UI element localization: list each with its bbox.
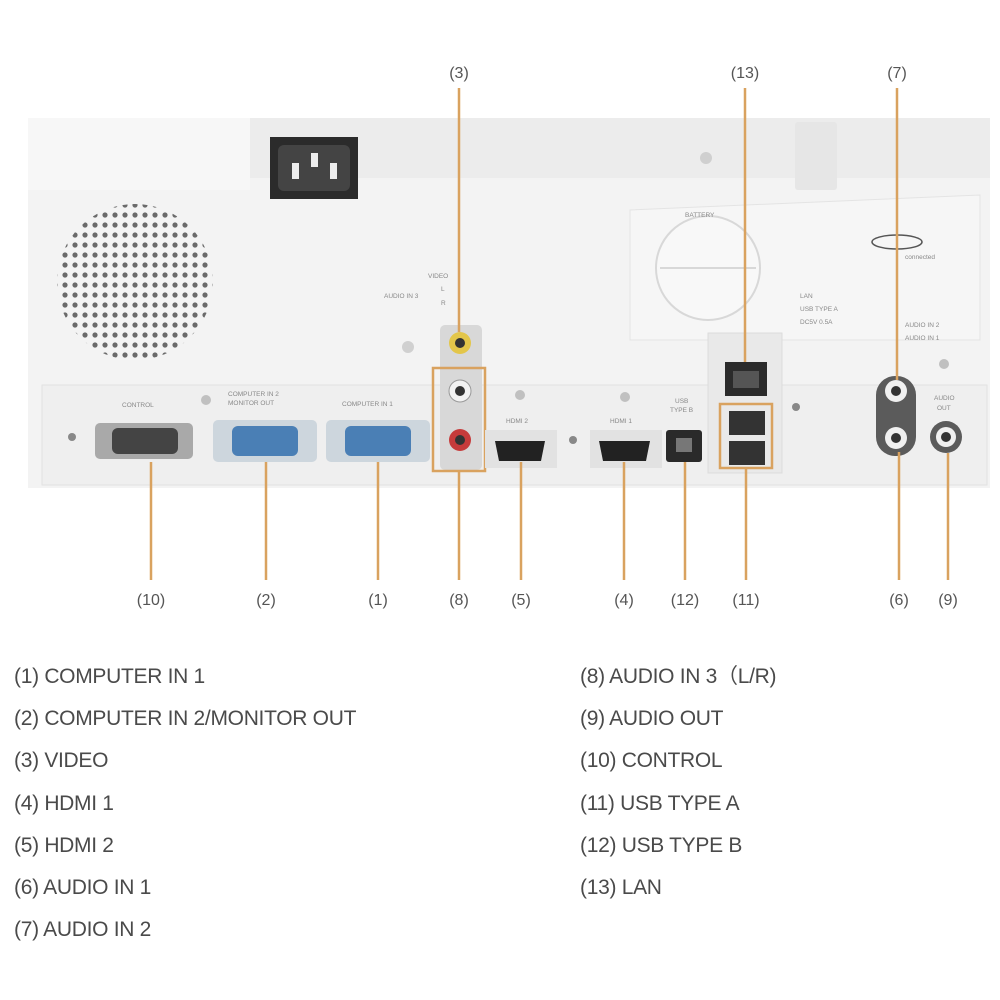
callout-number-13: (13) <box>731 65 759 82</box>
legend-item-10: (10) CONTROL <box>580 740 776 782</box>
panel-label-hdmi-1: HDMI 1 <box>610 418 632 425</box>
panel-label-audio-in-1: AUDIO IN 1 <box>905 335 940 342</box>
power-inlet <box>270 137 358 199</box>
callout-number-5: (5) <box>511 592 531 609</box>
callout-lines <box>149 88 950 580</box>
panel-label-lan: LAN <box>800 293 813 300</box>
panel-logo-text: connected <box>905 254 935 261</box>
panel-label-battery: BATTERY <box>685 212 715 219</box>
legend-item-4: (4) HDMI 1 <box>14 783 356 825</box>
callout-number-3: (3) <box>449 65 469 82</box>
legend-number: (7) <box>14 918 39 942</box>
panel-label-usb-rating: DC5V 0.5A <box>800 319 833 326</box>
legend-number: (3) <box>14 749 39 773</box>
audio-in-1-2-jacks: AUDIO IN 2 AUDIO IN 1 <box>876 322 940 456</box>
panel-label-audio-in-3: AUDIO IN 3 <box>384 293 419 300</box>
legend-left-column: (1) COMPUTER IN 1 (2) COMPUTER IN 2/MONI… <box>14 656 356 951</box>
callout-number-9: (9) <box>938 592 958 609</box>
callout-number-2: (2) <box>256 592 276 609</box>
usb-type-b-port: USB TYPE B <box>666 398 702 462</box>
legend-number: (1) <box>14 665 39 688</box>
legend-label: AUDIO IN 3（L/R) <box>609 665 777 688</box>
legend-label: AUDIO OUT <box>609 707 724 731</box>
panel-label-out: OUT <box>937 405 951 412</box>
panel-label-audio: AUDIO <box>934 395 955 402</box>
computer-in-1-port: COMPUTER IN 1 <box>326 401 430 462</box>
panel-label-control: CONTROL <box>122 402 154 409</box>
panel-label-audio-in-2: AUDIO IN 2 <box>905 322 940 329</box>
panel-label-type-b: TYPE B <box>670 407 693 414</box>
panel-label-hdmi-2: HDMI 2 <box>506 418 528 425</box>
legend-label: HDMI 1 <box>44 791 114 815</box>
callout-numbers: (3) (13) (7) (10) (2) (1) (8) (5) (4) (1… <box>137 65 958 609</box>
callout-number-6: (6) <box>889 592 909 609</box>
legend-label: COMPUTER IN 1 <box>44 665 205 688</box>
projector-rear-panel-diagram: CONTROL COMPUTER IN 2 MONITOR OUT COMPUT… <box>28 65 990 609</box>
legend-item-7: (7) AUDIO IN 2 <box>14 909 356 951</box>
callout-number-11: (11) <box>732 592 759 609</box>
hdmi-1-port: HDMI 1 <box>590 392 662 468</box>
legend-right-column: (8) AUDIO IN 3（L/R) (9) AUDIO OUT (10) C… <box>580 656 776 909</box>
legend-item-3: (3) VIDEO <box>14 740 356 782</box>
legend-label: CONTROL <box>621 749 723 773</box>
legend-label: USB TYPE A <box>620 791 740 815</box>
panel-label-computer-in-1: COMPUTER IN 1 <box>342 401 393 408</box>
legend-number: (6) <box>14 875 39 899</box>
legend-label: VIDEO <box>44 749 109 773</box>
legend-label: COMPUTER IN 2/MONITOR OUT <box>44 707 357 731</box>
legend-item-11: (11) USB TYPE A <box>580 783 776 825</box>
legend-number: (10) <box>580 749 617 773</box>
callout-number-4: (4) <box>614 592 634 609</box>
legend-item-1: (1) COMPUTER IN 1 <box>14 656 356 698</box>
legend-item-9: (9) AUDIO OUT <box>580 698 776 740</box>
legend-number: (13) <box>580 875 617 899</box>
audio-out-jack: AUDIO OUT <box>930 359 962 453</box>
legend-item-2: (2) COMPUTER IN 2/MONITOR OUT <box>14 698 356 740</box>
callout-number-7: (7) <box>887 65 907 82</box>
legend-item-8: (8) AUDIO IN 3（L/R) <box>580 656 776 698</box>
panel-label-usb: USB <box>675 398 688 405</box>
legend-number: (8) <box>580 665 605 688</box>
panel-label-video: VIDEO <box>428 273 448 280</box>
callout-number-8: (8) <box>449 592 469 609</box>
control-port: CONTROL <box>95 402 193 459</box>
legend-label: HDMI 2 <box>44 833 114 857</box>
legend-number: (2) <box>14 707 39 731</box>
legend-label: AUDIO IN 1 <box>43 875 152 899</box>
callout-number-12: (12) <box>671 592 699 609</box>
legend-item-12: (12) USB TYPE B <box>580 825 776 867</box>
lan-usb-a-ports: LAN USB TYPE A DC5V 0.5A <box>707 293 838 474</box>
legend-label: LAN <box>621 875 662 899</box>
legend-label: AUDIO IN 2 <box>43 918 152 942</box>
battery-compartment: BATTERY <box>655 212 761 321</box>
legend-label: USB TYPE B <box>621 833 743 857</box>
legend-item-13: (13) LAN <box>580 867 776 909</box>
legend-number: (5) <box>14 833 39 857</box>
legend-number: (4) <box>14 791 39 815</box>
callout-number-10: (10) <box>137 592 165 609</box>
panel-label-monitor-out: MONITOR OUT <box>228 400 274 407</box>
hdmi-2-port: HDMI 2 <box>485 390 557 468</box>
legend-item-6: (6) AUDIO IN 1 <box>14 867 356 909</box>
speaker-grille <box>57 204 213 360</box>
legend-number: (11) <box>580 791 615 815</box>
panel-label-usb-type-a: USB TYPE A <box>800 306 838 313</box>
callout-number-1: (1) <box>368 592 388 609</box>
panel-label-l: L <box>441 286 445 293</box>
computer-in-2-port: COMPUTER IN 2 MONITOR OUT <box>201 391 317 462</box>
legend-item-5: (5) HDMI 2 <box>14 825 356 867</box>
panel-label-r: R <box>441 300 446 307</box>
panel-label-computer-in-2: COMPUTER IN 2 <box>228 391 279 398</box>
legend-number: (12) <box>580 833 617 857</box>
legend-number: (9) <box>580 707 605 731</box>
